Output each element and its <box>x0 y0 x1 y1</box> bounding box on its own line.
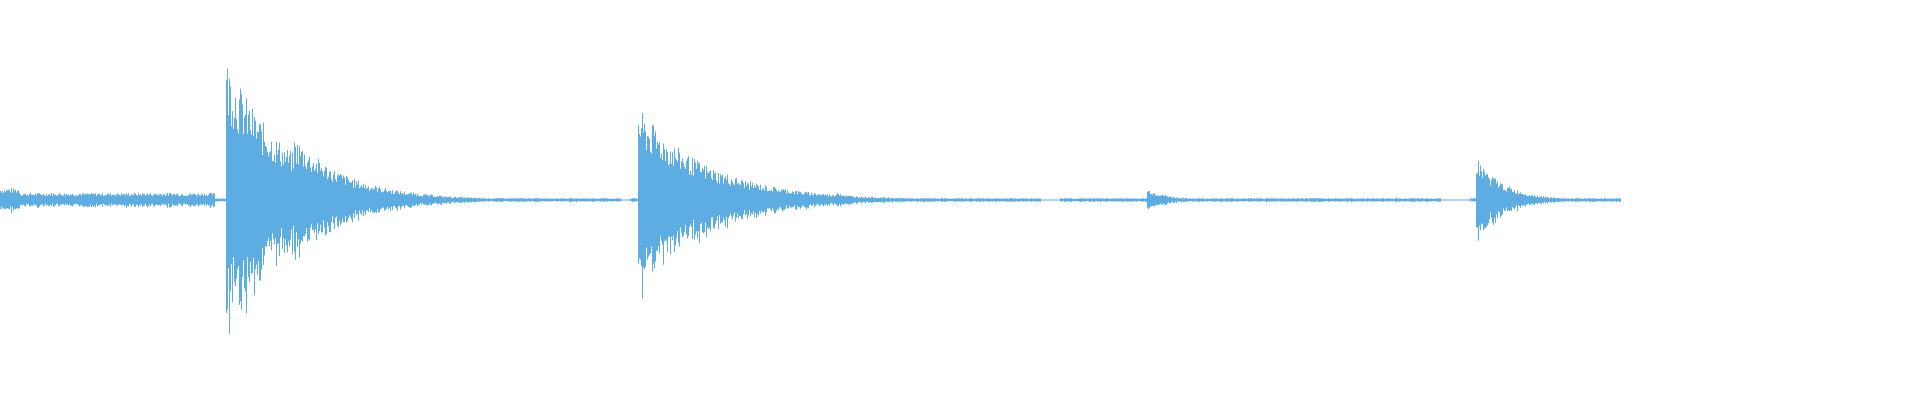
waveform-samples <box>0 68 1621 334</box>
